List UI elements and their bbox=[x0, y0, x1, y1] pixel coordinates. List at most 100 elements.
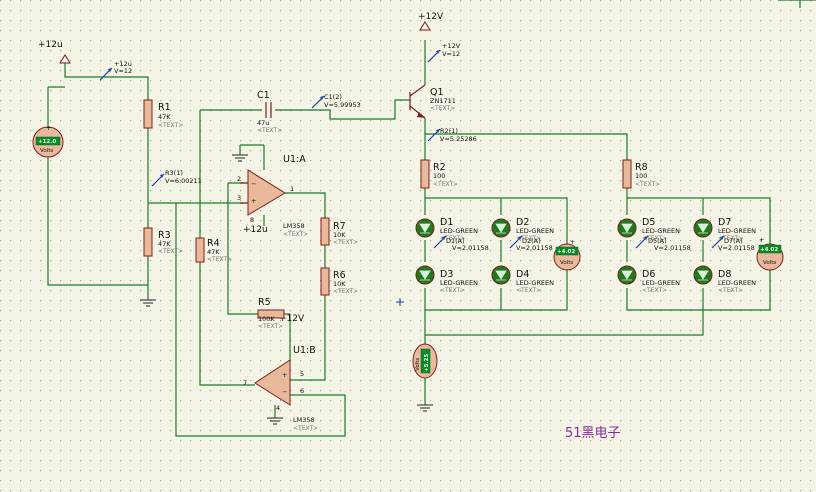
svg-text:<TEXT>: <TEXT> bbox=[516, 235, 541, 242]
svg-text:LED-GREEN: LED-GREEN bbox=[642, 227, 680, 235]
svg-text:<TEXT>: <TEXT> bbox=[642, 235, 667, 242]
svg-text:R4: R4 bbox=[207, 238, 220, 249]
svg-text:+12V: +12V bbox=[279, 314, 305, 324]
svg-text:Volts: Volts bbox=[560, 260, 573, 266]
svg-text:<TEXT>: <TEXT> bbox=[635, 181, 660, 188]
svg-text:<TEXT>: <TEXT> bbox=[430, 105, 455, 112]
resistor-r2[interactable]: R2 100 <TEXT> bbox=[420, 159, 458, 189]
svg-text:V=2.01158: V=2.01158 bbox=[654, 244, 691, 252]
capacitor-c1[interactable]: C1 47u <TEXT> bbox=[257, 90, 282, 134]
svg-text:D1(A): D1(A) bbox=[446, 237, 465, 245]
svg-text:R8: R8 bbox=[635, 162, 648, 173]
transistor-q1[interactable]: Q1 ZN1711 <TEXT> bbox=[409, 84, 456, 119]
led-d5[interactable]: D5 LED-GREEN <TEXT> bbox=[617, 217, 680, 242]
svg-text:<TEXT>: <TEXT> bbox=[718, 287, 743, 294]
svg-text:+: + bbox=[282, 371, 287, 379]
svg-text:V=12: V=12 bbox=[442, 50, 460, 58]
led-d7[interactable]: D7 LED-GREEN <TEXT> bbox=[693, 217, 756, 242]
supply-opamp-12u[interactable]: +12u bbox=[243, 225, 268, 235]
svg-text:D6: D6 bbox=[642, 269, 655, 280]
svg-text:LED-GREEN: LED-GREEN bbox=[440, 227, 478, 235]
svg-text:Volts: Volts bbox=[763, 260, 776, 266]
supply-r5-12v[interactable]: +12V bbox=[279, 314, 305, 324]
svg-text:<TEXT>: <TEXT> bbox=[257, 127, 282, 134]
svg-text:V=12: V=12 bbox=[114, 67, 132, 75]
voltmeter-led1[interactable]: +4.02 Volts + bbox=[553, 238, 581, 271]
resistor-r5[interactable]: R5 100K <TEXT> bbox=[257, 297, 285, 330]
probe-d5[interactable]: D5(A) V=2.01158 bbox=[635, 235, 691, 252]
svg-text:+: + bbox=[46, 124, 51, 132]
svg-text:100: 100 bbox=[635, 172, 647, 180]
svg-text:LED-GREEN: LED-GREEN bbox=[718, 279, 756, 287]
svg-text:+12V: +12V bbox=[442, 42, 461, 50]
probe-d7[interactable]: D7(A) V=2.01158 bbox=[711, 235, 755, 252]
led-d1[interactable]: D1 LED-GREEN <TEXT> bbox=[415, 217, 478, 242]
svg-text:4: 4 bbox=[276, 404, 280, 412]
svg-text:V=6.00211: V=6.00211 bbox=[165, 177, 202, 185]
svg-text:R5: R5 bbox=[258, 297, 271, 308]
svg-text:R7: R7 bbox=[333, 221, 346, 232]
resistor-r3[interactable]: R3 47K <TEXT> bbox=[143, 227, 183, 257]
ground-left bbox=[140, 299, 156, 307]
resistor-r7[interactable]: R7 10K <TEXT> bbox=[320, 217, 358, 246]
svg-text:+12.0: +12.0 bbox=[38, 139, 56, 145]
svg-text:D2: D2 bbox=[516, 217, 529, 228]
opamp-u1b[interactable]: + − 5 6 7 4 U1:B LM358 <TEXT> bbox=[243, 345, 318, 432]
svg-text:D5(A): D5(A) bbox=[648, 237, 667, 245]
supply-left-12u[interactable]: +12u bbox=[38, 40, 71, 64]
svg-text:<TEXT>: <TEXT> bbox=[158, 122, 183, 129]
resistor-r1[interactable]: R1 47K <TEXT> bbox=[143, 99, 183, 129]
svg-text:+12u: +12u bbox=[243, 225, 268, 235]
resistor-r6[interactable]: R6 10K <TEXT> bbox=[320, 267, 358, 296]
svg-text:+12u: +12u bbox=[114, 60, 132, 68]
svg-text:+4.02: +4.02 bbox=[760, 247, 778, 253]
svg-text:2: 2 bbox=[237, 175, 241, 183]
led-d4[interactable]: D4 LED-GREEN <TEXT> bbox=[491, 265, 554, 294]
led-d2[interactable]: D2 LED-GREEN <TEXT> bbox=[491, 217, 554, 242]
opamp-u1a[interactable]: − + 2 3 1 8 U1:A LM358 <TEXT> bbox=[237, 154, 308, 238]
ground-opamp-b bbox=[267, 405, 283, 425]
svg-text:5: 5 bbox=[300, 370, 304, 378]
voltmeter-bottom[interactable]: +5.25 Volts bbox=[412, 343, 438, 379]
probe-top-12v[interactable]: +12V V=12 bbox=[427, 42, 461, 63]
probe-c1[interactable]: C1(2) V=5.99953 bbox=[311, 93, 361, 109]
resistor-r8[interactable]: R8 100 <TEXT> bbox=[622, 159, 660, 189]
svg-text:47K: 47K bbox=[158, 240, 171, 248]
supply-top-12v[interactable]: +12V bbox=[418, 12, 444, 31]
svg-text:LM358: LM358 bbox=[283, 222, 305, 230]
svg-text:3: 3 bbox=[237, 194, 241, 202]
svg-text:U1:A: U1:A bbox=[283, 154, 306, 165]
led-d3[interactable]: D3 LED-GREEN <TEXT> bbox=[415, 265, 478, 294]
svg-text:R2: R2 bbox=[433, 162, 446, 173]
svg-text:D3: D3 bbox=[440, 269, 453, 280]
ground-bottom bbox=[417, 404, 433, 412]
probe-d1[interactable]: D1(A) V=2.01158 bbox=[433, 235, 489, 252]
led-d8[interactable]: D8 LED-GREEN <TEXT> bbox=[693, 265, 756, 294]
svg-text:+5.25: +5.25 bbox=[424, 354, 430, 372]
svg-text:6: 6 bbox=[300, 387, 304, 395]
svg-text:D7(A): D7(A) bbox=[724, 237, 743, 245]
probe-r3[interactable]: R3(1) V=6.00211 bbox=[151, 169, 202, 187]
svg-text:7: 7 bbox=[243, 379, 247, 387]
svg-text:+: + bbox=[570, 238, 575, 246]
led-d6[interactable]: D6 LED-GREEN <TEXT> bbox=[617, 265, 680, 294]
svg-text:LED-GREEN: LED-GREEN bbox=[642, 279, 680, 287]
svg-text:Volts: Volts bbox=[40, 148, 53, 154]
voltmeter-led2[interactable]: +4.02 Volts + bbox=[756, 236, 784, 271]
resistor-r4[interactable]: R4 47K <TEXT> bbox=[195, 237, 232, 263]
svg-text:+4.02: +4.02 bbox=[557, 249, 575, 255]
probe-r2[interactable]: R2(1) V=5.25286 bbox=[427, 127, 477, 143]
voltmeter-left[interactable]: +12.0 Volts + bbox=[32, 124, 64, 158]
svg-text:<TEXT>: <TEXT> bbox=[258, 323, 283, 330]
svg-text:<TEXT>: <TEXT> bbox=[333, 239, 358, 246]
probe-left-12v[interactable]: +12u V=12 bbox=[99, 60, 132, 81]
svg-text:47K: 47K bbox=[207, 248, 220, 256]
svg-text:R2(1): R2(1) bbox=[440, 127, 458, 135]
svg-text:V=2.01158: V=2.01158 bbox=[718, 244, 755, 252]
crosshair-icon bbox=[396, 298, 404, 306]
svg-text:100: 100 bbox=[433, 172, 445, 180]
probe-d2[interactable]: D2(A) V=2.01158 bbox=[509, 235, 553, 252]
svg-text:<TEXT>: <TEXT> bbox=[433, 181, 458, 188]
svg-text:R1: R1 bbox=[158, 102, 171, 113]
